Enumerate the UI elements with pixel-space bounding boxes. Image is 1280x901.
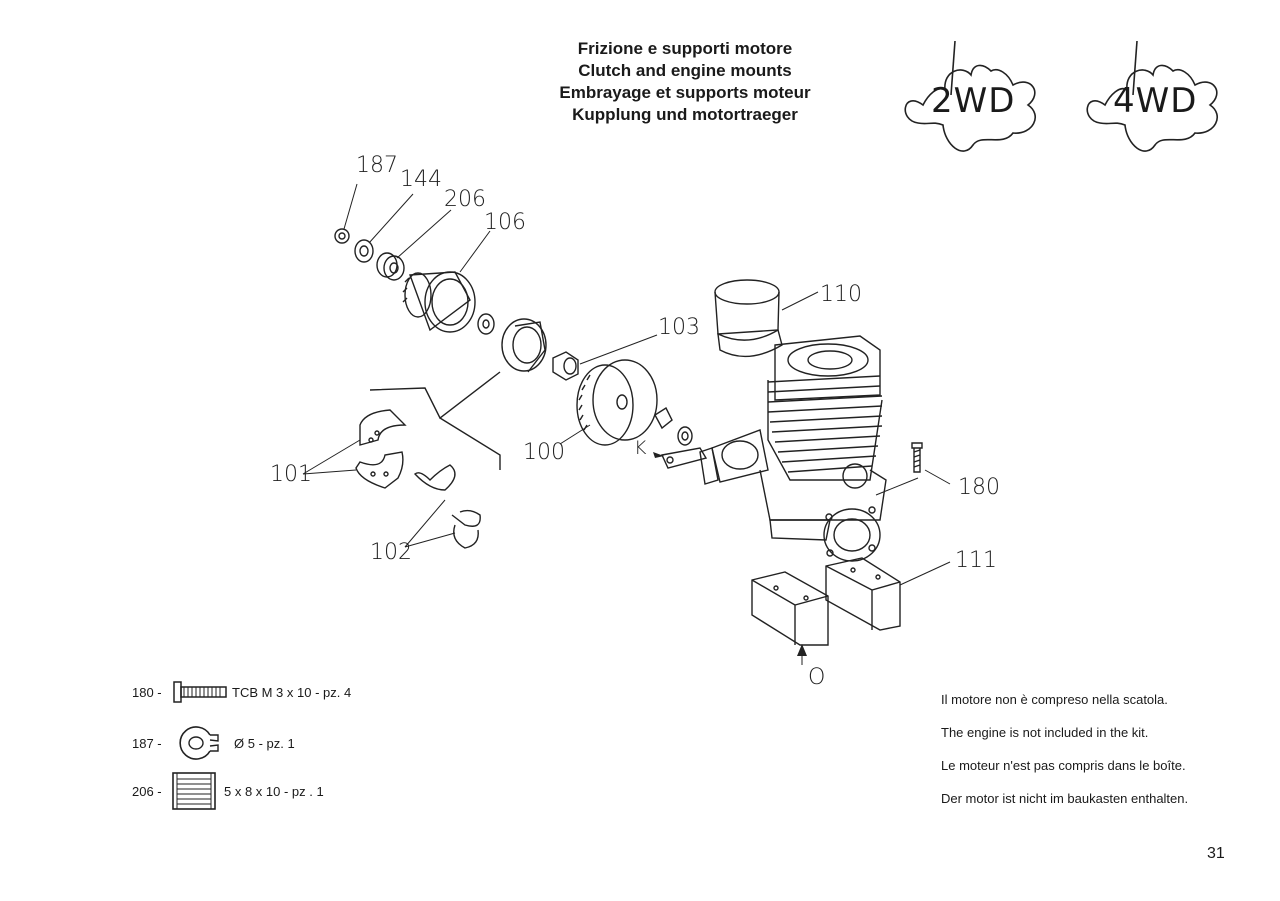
drive-type-badges: 2WD 4WD (893, 35, 1243, 165)
clutch-shoe-part (501, 318, 547, 373)
badge-2wd: 2WD (893, 35, 1053, 165)
callout-206: 206 (444, 187, 486, 212)
callout-101: 101 (270, 462, 312, 487)
note-italian: Il motore non è compreso nella scatola. (941, 692, 1168, 707)
callout-110: 110 (820, 282, 862, 307)
legend-code: 206 - (132, 783, 162, 799)
leader-180 (924, 469, 951, 485)
washer-part (354, 239, 374, 263)
legend-spec: 5 x 8 x 10 - pz . 1 (224, 783, 324, 799)
legend-spec: TCB M 3 x 10 - pz. 4 (232, 684, 352, 700)
title-english: Clutch and engine mounts (578, 61, 792, 80)
section-title: Frizione e supporti motore Clutch and en… (500, 38, 870, 126)
note-english: The engine is not included in the kit. (941, 725, 1149, 740)
callout-103: 103 (658, 315, 700, 340)
clutch-shoe-halves (355, 409, 407, 489)
leader-187 (343, 183, 358, 230)
leader-102a (404, 499, 446, 548)
title-german: Kupplung und motortraeger (572, 105, 798, 124)
puzzle-bone-icon (1086, 40, 1218, 152)
leader-101b (302, 469, 357, 475)
callout-144: 144 (400, 167, 442, 192)
title-french: Embrayage et supports moteur (559, 83, 811, 102)
callout-o: O (808, 665, 826, 690)
leader-101a (302, 439, 361, 475)
legend-code: 187 - (132, 735, 162, 751)
note-german: Der motor ist nicht im baukasten enthalt… (941, 791, 1189, 806)
callout-187: 187 (356, 153, 398, 178)
bearing-part (376, 252, 405, 281)
legend-spec: Ø 5 - pz. 1 (234, 735, 295, 751)
arrow-right-icon (653, 452, 664, 458)
flywheel-part (576, 359, 658, 446)
engine-mount-block-right (825, 557, 901, 631)
legend-row-clip: 187 - Ø 5 - pz. 1 (132, 723, 295, 763)
leader-102b (404, 532, 456, 548)
leader-144 (368, 193, 414, 244)
leader-100 (559, 424, 591, 445)
puzzle-bone-icon (904, 40, 1036, 152)
leader-103 (579, 334, 658, 365)
flywheel-nut-part (552, 351, 579, 381)
e-clip-part (334, 228, 350, 244)
page-number: 31 (1207, 845, 1225, 862)
leader-111 (899, 561, 951, 586)
title-italian: Frizione e supporti motore (577, 39, 793, 58)
engine-mount-block-left (751, 571, 829, 646)
callout-106: 106 (484, 210, 526, 235)
cap-screw-icon (173, 681, 227, 703)
callout-102: 102 (370, 540, 412, 565)
leader-106 (459, 230, 491, 273)
e-clip-icon (179, 726, 219, 760)
note-french: Le moteur n'est pas compris dans le boît… (941, 758, 1186, 773)
legend-row-bearing: 206 - 5 x 8 x 10 - pz . 1 (132, 771, 324, 811)
arrow-up-icon (797, 644, 807, 656)
bearing-icon (172, 772, 216, 810)
badge-4wd-label: 4WD (1113, 81, 1198, 121)
engine-part (660, 279, 887, 562)
callout-180: 180 (958, 475, 1000, 500)
legend-code: 180 - (132, 684, 162, 700)
legend-row-screw: 180 - TCB M 3 x 10 - pz. 4 (132, 680, 351, 704)
badge-4wd: 4WD (1075, 35, 1235, 165)
cap-screw-part (911, 442, 923, 473)
collet-part (654, 406, 693, 446)
small-washer-part (477, 313, 495, 335)
callout-k: K (634, 437, 647, 459)
leader-180b (875, 477, 919, 496)
clutch-bell-part (402, 271, 476, 333)
callout-100: 100 (523, 440, 565, 465)
callout-111: 111 (955, 548, 997, 573)
leader-206 (396, 209, 452, 259)
engine-not-included-note: Il motore non è compreso nella scatola. … (941, 683, 1188, 815)
leader-110 (781, 291, 819, 311)
badge-2wd-label: 2WD (931, 81, 1016, 121)
